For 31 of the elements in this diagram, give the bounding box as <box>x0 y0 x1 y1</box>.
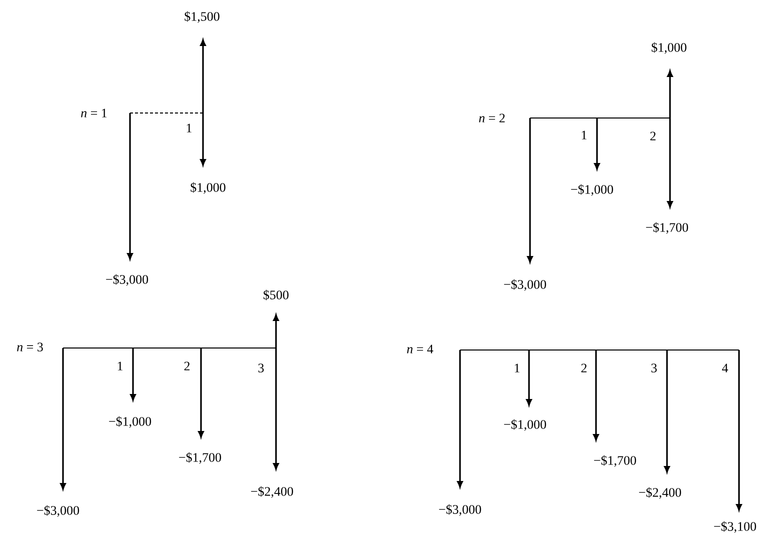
period-number: 2 <box>650 132 656 140</box>
period-count-label: n = 2 <box>479 114 505 122</box>
amount-label: −$3,000 <box>504 279 546 291</box>
amount-label: $1,500 <box>184 11 220 23</box>
period-number: 1 <box>118 362 122 370</box>
amount-label: −$1,700 <box>594 455 636 467</box>
amount-label: −$3,000 <box>106 274 148 286</box>
amount-label: −$1,000 <box>504 419 546 431</box>
period-number: 2 <box>184 362 190 370</box>
period-count-label: n = 3 <box>17 342 43 352</box>
amount-label: −$1,700 <box>179 452 222 464</box>
period-number: 2 <box>581 364 587 372</box>
period-number: 3 <box>258 364 264 372</box>
period-number: 1 <box>582 130 586 140</box>
period-count-label: n = 4 <box>407 344 434 354</box>
amount-label: −$1,700 <box>646 222 688 234</box>
period-number: 3 <box>651 364 657 372</box>
amount-label: $1,000 <box>190 182 226 194</box>
period-count-label: n = 1 <box>81 108 107 118</box>
period-number: 4 <box>722 364 728 372</box>
amount-label: −$3,100 <box>714 521 756 533</box>
amount-label: −$2,400 <box>251 486 294 498</box>
amount-label: $1,000 <box>652 42 686 54</box>
period-number: 1 <box>514 364 520 372</box>
amount-label: −$2,400 <box>639 487 682 499</box>
amount-label: $500 <box>264 290 288 300</box>
amount-label: −$3,000 <box>439 504 482 516</box>
period-number: 1 <box>186 124 192 132</box>
amount-label: −$3,000 <box>37 505 80 517</box>
amount-label: −$1,000 <box>571 184 614 196</box>
amount-label: −$1,000 <box>109 416 152 428</box>
